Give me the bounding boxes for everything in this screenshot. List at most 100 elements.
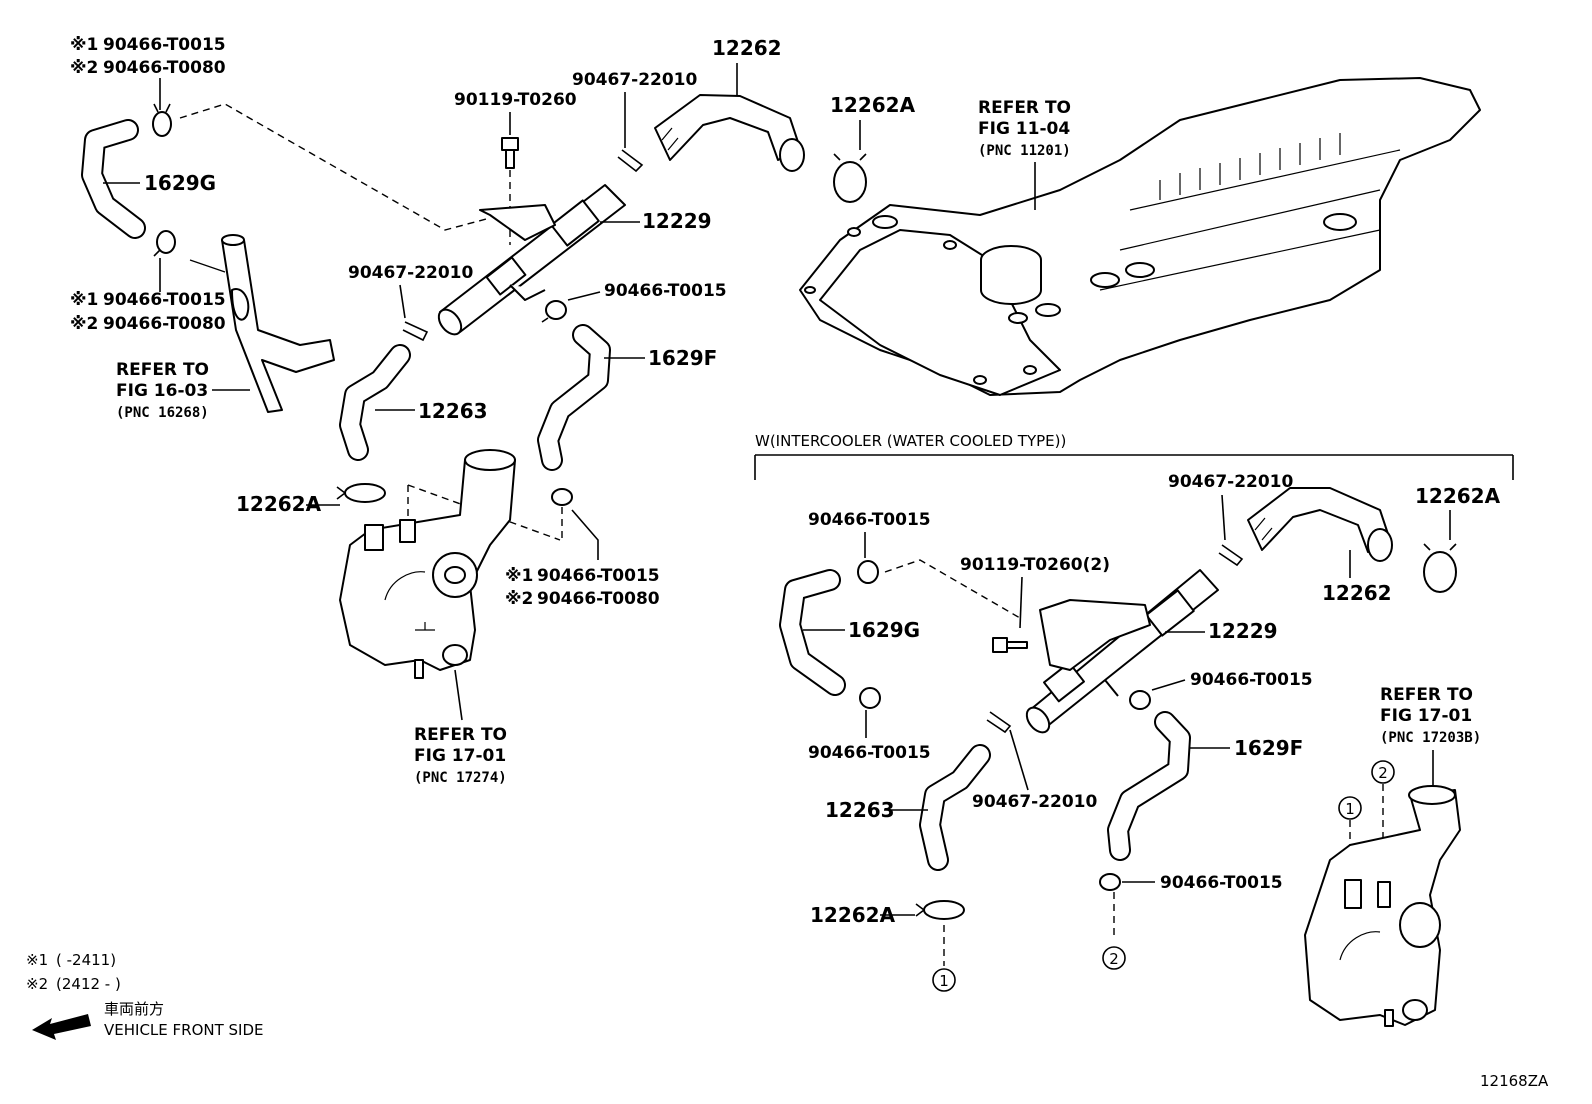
ref-line2: FIG 11-04 <box>978 119 1070 139</box>
label-hose-1629f: 1629F <box>648 346 717 370</box>
seal-icon <box>1423 543 1457 593</box>
label-r-clamp-bottom: 90466-T0015 <box>1160 873 1283 893</box>
label-r-seal-top: 12262A <box>1415 484 1501 508</box>
engine-head-drawing <box>799 77 1481 396</box>
clamp-icon <box>859 687 881 709</box>
hose-12263-right <box>919 744 991 871</box>
ref-17b-line3: (PNC 17203B) <box>1380 730 1481 746</box>
label-clamp-right: 90466-T0015 <box>604 281 727 301</box>
label-r-hose-12263: 12263 <box>825 798 895 822</box>
hose-1629f-right <box>1107 711 1191 861</box>
ref-16-line1: REFER TO <box>116 360 209 380</box>
label-r-clip-top: 90467-22010 <box>1168 472 1294 492</box>
note-mark-2c: ※2 <box>505 589 533 609</box>
clip-icon <box>617 149 644 173</box>
clip-icon <box>986 711 1012 734</box>
note-mark-1c: ※1 <box>505 566 533 586</box>
note-mark-1: ※1 <box>70 35 98 55</box>
ref-16-line2: FIG 16-03 <box>116 381 208 401</box>
legend-range-1: ( -2411) <box>56 951 116 969</box>
hose-12263 <box>339 344 411 461</box>
right-assembly: W(INTERCOOLER (WATER COOLED TYPE)) 90467… <box>754 432 1514 1027</box>
diagram-code: 12168ZA <box>1480 1072 1549 1090</box>
hose-1629g-right <box>779 569 846 696</box>
clamp-icon <box>1099 873 1121 891</box>
pipe-12229 <box>437 184 626 336</box>
circle-2-label: 2 <box>1109 950 1119 968</box>
ref-17b-line2: FIG 17-01 <box>1380 706 1472 726</box>
circle-1-marker: 1 <box>1338 796 1362 820</box>
clamp-icon <box>541 300 567 323</box>
label-r-hose-12262: 12262 <box>1322 581 1392 605</box>
note-mark-2: ※2 <box>70 58 98 78</box>
vehicle-front-jp: 車両前方 <box>104 1000 164 1018</box>
circle-1-label: 1 <box>939 972 949 990</box>
label-r-hose-1629f: 1629F <box>1234 736 1303 760</box>
label-clip-top: 90467-22010 <box>572 70 698 90</box>
bolt-icon <box>992 637 1028 653</box>
hose-1629f <box>537 324 611 471</box>
label-clamp-mid-2: 90466-T0080 <box>103 314 226 334</box>
label-seal-low: 12262A <box>236 492 322 516</box>
label-clamp-low-2: 90466-T0080 <box>537 589 660 609</box>
label-r-clamp-left-low: 90466-T0015 <box>808 743 931 763</box>
clamp-icon <box>152 103 172 137</box>
label-clamp-top-1: 90466-T0015 <box>103 35 226 55</box>
circle-2-marker: 2 <box>1102 946 1126 970</box>
label-clip-mid: 90467-22010 <box>348 263 474 283</box>
clamp-icon <box>857 560 879 584</box>
hose-12262 <box>654 94 805 172</box>
legend: ※1 ( -2411) ※2 (2412 - ) 車両前方 VEHICLE FR… <box>26 951 264 1040</box>
label-clamp-low-1: 90466-T0015 <box>537 566 660 586</box>
label-pipe-12229: 12229 <box>642 209 712 233</box>
circle-2-marker: 2 <box>1371 760 1395 784</box>
clamp-icon <box>1129 690 1151 710</box>
clip-icon <box>1218 544 1244 567</box>
label-seal-top: 12262A <box>830 93 916 117</box>
label-hose-12262: 12262 <box>712 36 782 60</box>
seal-icon <box>915 900 965 920</box>
seal-icon <box>336 483 386 503</box>
arrow-left-icon <box>32 1014 91 1040</box>
left-assembly: ※1 90466-T0015 ※2 90466-T0080 1629G ※1 9… <box>70 35 916 786</box>
ref-16-line3: (PNC 16268) <box>116 405 209 421</box>
note-mark-1b: ※1 <box>70 290 98 310</box>
pipe-fig-16-03 <box>189 234 335 413</box>
hose-12262-right <box>1247 487 1393 562</box>
ref-17a-line1: REFER TO <box>414 725 507 745</box>
label-r-clamp-top: 90466-T0015 <box>808 510 931 530</box>
circle-2-label: 2 <box>1378 764 1388 782</box>
label-r-clip-low: 90467-22010 <box>972 792 1098 812</box>
water-outlet-housing-right <box>1304 785 1461 1027</box>
label-hose-12263: 12263 <box>418 399 488 423</box>
ref-fig-11-04: REFER TO FIG 11-04 (PNC 11201) <box>978 98 1071 210</box>
hose-1629g <box>81 119 146 239</box>
clamp-icon <box>153 230 176 257</box>
label-clamp-top-2: 90466-T0080 <box>103 58 226 78</box>
note-mark-2b: ※2 <box>70 314 98 334</box>
label-r-hose-1629g: 1629G <box>848 618 920 642</box>
ref-17a-line2: FIG 17-01 <box>414 746 506 766</box>
label-bolt: 90119-T0260 <box>454 90 577 110</box>
clip-icon <box>402 321 429 342</box>
ref-17b-line1: REFER TO <box>1380 685 1473 705</box>
pipe-12229-right <box>1025 569 1219 734</box>
label-r-bolt: 90119-T0260(2) <box>960 555 1110 575</box>
circle-1-label: 1 <box>1345 800 1355 818</box>
label-r-pipe-12229: 12229 <box>1208 619 1278 643</box>
legend-range-2: (2412 - ) <box>56 975 121 993</box>
label-r-clamp-right: 90466-T0015 <box>1190 670 1313 690</box>
ref-line1: REFER TO <box>978 98 1071 118</box>
label-hose-1629g: 1629G <box>144 171 216 195</box>
clamp-icon <box>551 488 573 506</box>
circle-1-marker: 1 <box>932 968 956 992</box>
bolt-icon <box>501 137 519 169</box>
ref-17a-line3: (PNC 17274) <box>414 770 507 786</box>
label-clamp-mid-1: 90466-T0015 <box>103 290 226 310</box>
seal-icon <box>833 153 867 203</box>
vehicle-front-en: VEHICLE FRONT SIDE <box>104 1021 264 1039</box>
section-title: W(INTERCOOLER (WATER COOLED TYPE)) <box>755 432 1066 450</box>
legend-mark-2: ※2 <box>26 975 48 993</box>
water-outlet-housing <box>339 449 516 679</box>
